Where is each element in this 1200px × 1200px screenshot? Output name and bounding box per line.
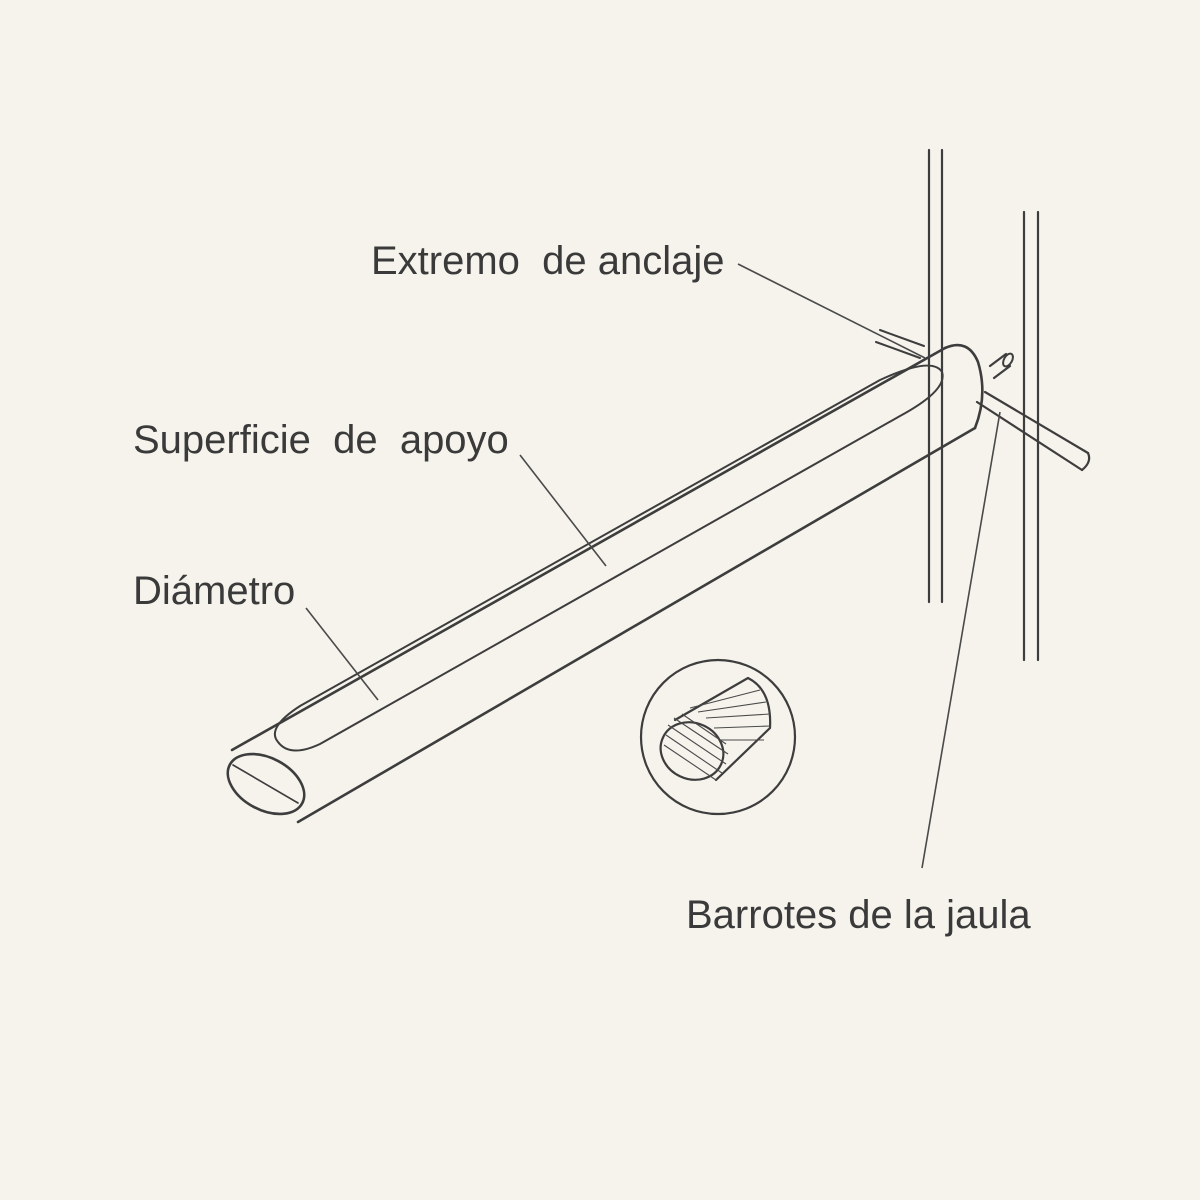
inset-end-face bbox=[659, 721, 725, 781]
cross-section-inset bbox=[639, 658, 797, 816]
perch-bottom-edge bbox=[296, 426, 977, 824]
perch bbox=[226, 343, 984, 824]
perch-near-end bbox=[226, 752, 306, 816]
label-diameter: Diámetro bbox=[133, 569, 295, 613]
perch-top-edge bbox=[230, 346, 947, 752]
mounting-pin bbox=[988, 352, 1014, 380]
leader-cage-bars bbox=[921, 411, 1001, 869]
label-cage-bars: Barrotes de la jaula bbox=[686, 893, 1031, 937]
inset-circle bbox=[639, 658, 797, 816]
label-bearing-surface: Superficie de apoyo bbox=[133, 418, 509, 462]
cage-bars bbox=[927, 148, 1040, 662]
leader-lines bbox=[305, 263, 1001, 869]
leader-diameter bbox=[305, 607, 379, 701]
anchor-bracket bbox=[875, 329, 925, 359]
leader-bearing-surface bbox=[519, 454, 607, 567]
label-anchor-end: Extremo de anclaje bbox=[371, 239, 725, 283]
cross-wire bbox=[975, 390, 1091, 472]
perch-anchor-cap bbox=[943, 343, 984, 430]
perch-bearing-surface bbox=[273, 364, 944, 752]
leader-anchor-end bbox=[737, 263, 926, 359]
